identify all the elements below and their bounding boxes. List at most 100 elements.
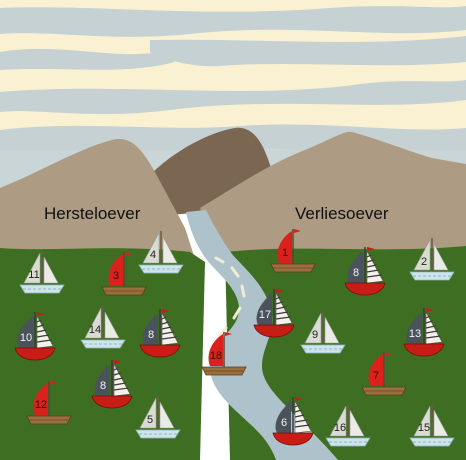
sail xyxy=(139,397,157,429)
hull xyxy=(300,344,346,354)
flag xyxy=(50,381,57,385)
sail-stripe xyxy=(294,404,300,408)
sail-stripe xyxy=(113,382,126,386)
sail xyxy=(23,252,41,284)
sail-stripe xyxy=(366,254,372,258)
flag xyxy=(294,229,301,233)
hull xyxy=(409,271,455,281)
boat-number: 15 xyxy=(418,422,430,434)
sail-stripe xyxy=(161,331,174,335)
sail-stripe xyxy=(294,409,302,413)
sail xyxy=(406,312,422,344)
hull xyxy=(14,347,56,361)
boat-number: 3 xyxy=(113,270,119,282)
boat-number: 8 xyxy=(148,329,154,341)
boat-striped-sail: 6 xyxy=(272,397,314,446)
sail-stripe xyxy=(113,367,119,371)
sail-stripe xyxy=(366,269,379,273)
sail xyxy=(275,401,291,433)
boat-white-sail: 15 xyxy=(409,404,455,447)
boat-number: 1 xyxy=(282,247,288,259)
boat-number: 9 xyxy=(312,329,318,341)
sail xyxy=(433,243,449,271)
boat-number: 16 xyxy=(334,422,346,434)
boat-white-sail: 14 xyxy=(80,306,126,349)
boat-number: 13 xyxy=(409,328,421,340)
left-bank-label: Hersteloever xyxy=(44,204,141,223)
boat-striped-sail: 13 xyxy=(403,308,445,357)
boat-number: 4 xyxy=(150,249,156,261)
sail xyxy=(17,316,33,348)
sail-stripe xyxy=(161,316,167,320)
boat-white-sail: 16 xyxy=(325,404,371,447)
boat-number: 18 xyxy=(210,350,222,362)
boat-red-sail: 18 xyxy=(201,332,247,376)
boat-white-sail: 9 xyxy=(300,311,346,354)
right-bank-label: Verliesoever xyxy=(295,204,389,223)
flag xyxy=(276,289,284,293)
sail-stripe xyxy=(425,325,436,329)
flag xyxy=(225,332,232,336)
hull xyxy=(253,324,295,338)
boat-striped-sail: 8 xyxy=(91,360,133,409)
sail xyxy=(256,293,272,325)
hull xyxy=(272,432,314,446)
sail-stripe xyxy=(294,424,310,428)
sail-stripe xyxy=(36,329,47,333)
boat-number: 14 xyxy=(89,324,101,336)
boat-striped-sail: 17 xyxy=(253,289,295,338)
sail xyxy=(43,256,59,284)
boat-striped-sail: 8 xyxy=(344,247,386,296)
sail-stripe xyxy=(425,315,431,319)
river xyxy=(186,210,338,460)
sail xyxy=(324,316,340,344)
sail-stripe xyxy=(275,316,291,320)
sail-stripe xyxy=(275,311,288,315)
boat-striped-sail: 10 xyxy=(14,312,56,361)
sail-stripe xyxy=(366,259,374,263)
mountain-right xyxy=(200,131,466,262)
sail xyxy=(347,251,363,283)
hull xyxy=(91,395,133,409)
boat-white-sail: 2 xyxy=(409,238,455,281)
sail-stripe xyxy=(36,339,52,343)
flag xyxy=(114,360,122,364)
sail xyxy=(84,307,102,339)
sail-stripe xyxy=(275,301,283,305)
sail-stripe xyxy=(275,296,281,300)
sail xyxy=(277,231,292,263)
sail-stripe xyxy=(161,326,172,330)
boat-white-sail: 11 xyxy=(19,251,65,294)
mountain-left xyxy=(0,139,196,262)
sail xyxy=(349,409,365,437)
sail xyxy=(329,405,347,437)
sail-stripe xyxy=(36,319,42,323)
sail-stripe xyxy=(36,334,49,338)
sail xyxy=(108,254,123,286)
boat-red-sail: 3 xyxy=(101,252,147,296)
sail xyxy=(142,313,158,345)
boat-number: 8 xyxy=(100,380,106,392)
sail-stripe xyxy=(36,324,44,328)
boat-number: 17 xyxy=(259,309,271,321)
boat-red-sail: 7 xyxy=(361,352,407,396)
boat-white-sail: 5 xyxy=(135,396,181,439)
boat-number: 10 xyxy=(20,332,32,344)
sail-stripe xyxy=(425,335,441,339)
flag xyxy=(367,247,375,251)
sail-stripe xyxy=(161,321,169,325)
sail-stripe xyxy=(294,419,307,423)
sail xyxy=(433,409,449,437)
sail-stripe xyxy=(366,274,382,278)
sail xyxy=(304,312,322,344)
boat-number: 12 xyxy=(35,399,47,411)
flag xyxy=(385,352,392,356)
sail-stripe xyxy=(113,372,121,376)
boat-number: 7 xyxy=(373,370,379,382)
hull xyxy=(138,264,184,274)
sail-stripe xyxy=(161,336,177,340)
sail-stripe xyxy=(294,414,305,418)
sail-stripe xyxy=(366,264,377,268)
